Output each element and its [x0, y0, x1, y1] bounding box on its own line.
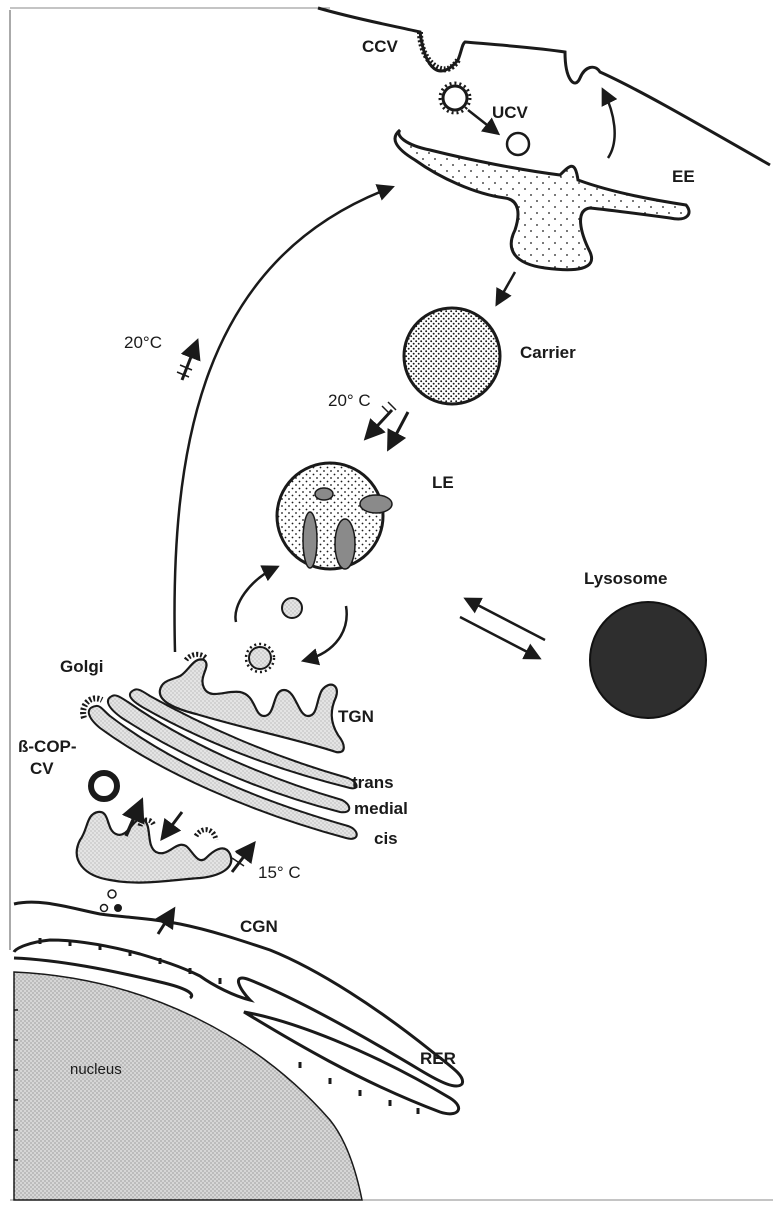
er-vesicle-3 [115, 905, 122, 912]
le-inclusion-4 [335, 519, 355, 569]
transport-vesicle [282, 598, 302, 618]
label-tgn: TGN [338, 707, 374, 726]
label-20c-left: 20°C [124, 333, 162, 352]
le-inclusion-1 [315, 488, 333, 500]
tgn-coated-vesicle [249, 647, 271, 669]
label-medial: medial [354, 799, 408, 818]
early-endosome [395, 130, 689, 270]
label-nucleus: nucleus [70, 1061, 122, 1078]
label-ucv: UCV [492, 103, 529, 122]
label-trans: trans [352, 773, 394, 792]
label-ee: EE [672, 167, 695, 186]
le-to-lysosome-arrow [460, 617, 537, 657]
15c-arrow [232, 846, 252, 872]
golgi-to-le-arrow [235, 568, 275, 622]
cgn-bud-coat [196, 830, 216, 840]
ccv-vesicle [443, 86, 467, 110]
carrier-vesicle [404, 308, 500, 404]
golgi-to-membrane-arrow [175, 188, 390, 652]
label-rer: RER [420, 1049, 456, 1068]
label-cis: cis [374, 829, 398, 848]
label-golgi: Golgi [60, 657, 103, 676]
le-inclusion-2 [360, 495, 392, 513]
lysosome [590, 602, 706, 718]
er-vesicle-2 [101, 905, 108, 912]
label-bcop-line2: CV [30, 759, 54, 778]
le-inclusion-3 [303, 512, 317, 568]
label-carrier: Carrier [520, 343, 576, 362]
ccv-coat [420, 32, 458, 69]
label-le: LE [432, 473, 454, 492]
er-vesicle-1 [108, 890, 116, 898]
carrier-to-le-arrow-1 [368, 410, 392, 436]
label-cgn: CGN [240, 917, 278, 936]
late-endosome [277, 463, 383, 569]
ucv-vesicle [507, 133, 529, 155]
carrier-to-le-arrow-2 [390, 412, 408, 446]
label-15c: 15° C [258, 863, 301, 882]
label-ccv: CCV [362, 37, 399, 56]
label-20c-carrier: 20° C [328, 391, 371, 410]
label-lysosome: Lysosome [584, 569, 667, 588]
bcop-vesicle [91, 773, 117, 799]
le-to-golgi-arrow [306, 606, 347, 660]
plasma-membrane [318, 8, 770, 165]
block-mark-carrier [382, 406, 390, 414]
golgi-to-cgn-arrow [164, 812, 182, 836]
label-bcop-line1: ß-COP- [18, 737, 77, 756]
lysosome-to-le-arrow [468, 600, 545, 640]
recycling-arrow [604, 92, 615, 158]
ee-to-carrier-arrow [498, 272, 515, 302]
block-mark-carrier-2 [388, 402, 396, 410]
